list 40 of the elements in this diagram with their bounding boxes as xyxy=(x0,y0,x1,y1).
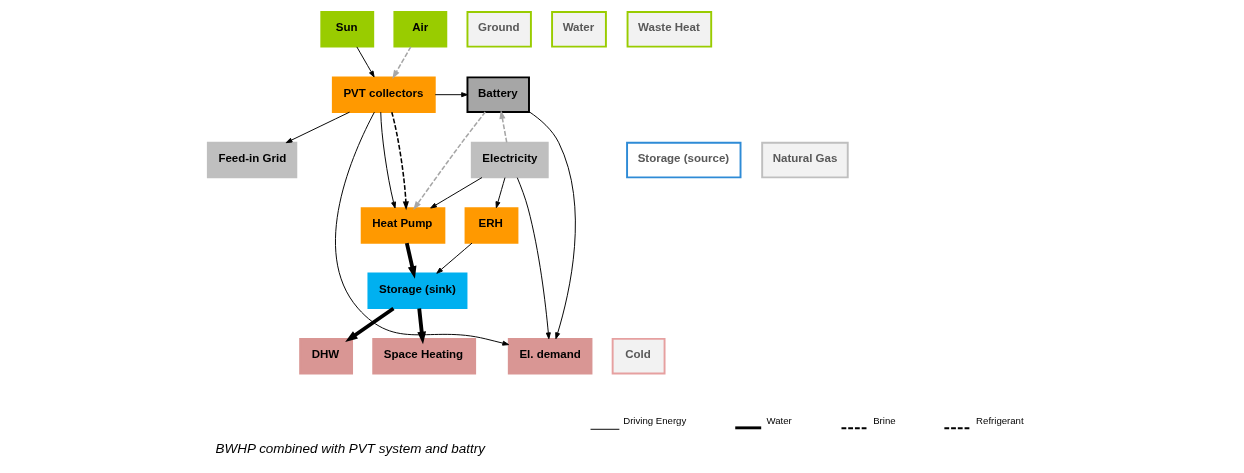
legend-label: Brine xyxy=(872,415,896,427)
legend-label: Water xyxy=(765,415,792,427)
arrow xyxy=(355,46,375,78)
arrow xyxy=(412,111,486,210)
arrow xyxy=(416,308,426,345)
node-box: Waste Heat xyxy=(626,11,712,48)
legend-label: Driving Energy xyxy=(622,415,686,427)
node-box: Cold xyxy=(611,337,666,375)
node-box: Natural Gas xyxy=(760,141,849,179)
node-box: Water xyxy=(550,11,607,48)
caption: BWHP combined with PVT system and battry xyxy=(215,440,485,456)
node-box: DHW xyxy=(298,337,353,375)
arrow xyxy=(391,46,411,79)
node-box: Heat Pump xyxy=(360,207,445,244)
arrow xyxy=(435,242,473,274)
arrow xyxy=(404,242,416,279)
arrow xyxy=(429,177,482,209)
arrow xyxy=(285,111,350,144)
arrow xyxy=(498,110,507,144)
arrow xyxy=(495,177,505,209)
legend-label: Refrigerant xyxy=(975,415,1024,427)
arrow xyxy=(528,111,576,340)
arrow xyxy=(379,111,396,209)
arrow xyxy=(390,111,409,211)
arrow xyxy=(434,92,468,98)
node-box: Battery xyxy=(466,76,530,113)
node-box: Feed-in Grid xyxy=(206,141,297,179)
node-box: Storage (source) xyxy=(625,141,741,179)
node-box: Ground xyxy=(466,11,532,48)
arrow xyxy=(344,306,395,343)
node-box: Electricity xyxy=(470,141,549,179)
arrow xyxy=(334,111,509,346)
node-box: PVT collectors xyxy=(331,76,436,113)
node-box: Air xyxy=(392,11,447,48)
node-box: Sun xyxy=(319,11,374,48)
arrow xyxy=(516,177,551,340)
node-box: Storage (sink) xyxy=(366,272,467,310)
node-box: El. demand xyxy=(507,337,592,375)
node-box: ERH xyxy=(464,207,518,244)
node-box: Space Heating xyxy=(371,337,476,375)
